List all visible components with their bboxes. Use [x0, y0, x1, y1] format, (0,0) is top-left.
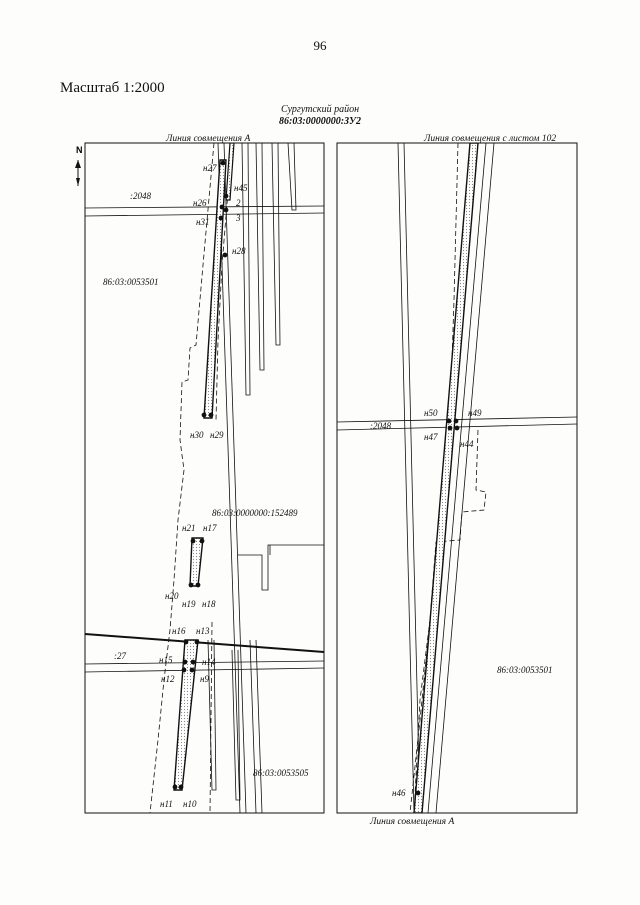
right-road-edge	[427, 143, 487, 813]
point-n29: н29	[210, 430, 224, 440]
point-n50: н50	[424, 408, 438, 418]
scale-label: Масштаб 1:2000	[60, 80, 165, 96]
label-road-27: :27	[114, 651, 126, 661]
road-2048-edge	[85, 212, 324, 217]
north-arrow: N	[75, 145, 83, 186]
page-number: 96	[313, 38, 327, 53]
point-n11: н11	[160, 799, 173, 809]
point-n10: н10	[183, 799, 197, 809]
upper-road-strip	[255, 143, 265, 371]
svg-text:N: N	[76, 145, 83, 155]
right-road-edge	[435, 143, 495, 813]
point-n47: н47	[424, 432, 438, 442]
road-corridor-edge	[217, 143, 241, 813]
right-parcel-strip	[413, 143, 479, 813]
district-label: Сургутский район	[280, 104, 360, 115]
right-survey-points	[415, 418, 460, 796]
parcel-152489-outline	[238, 544, 324, 591]
label-block-3505: 86:03:0053505	[253, 768, 309, 778]
parcel-id-label: 86:03:0000000:ЗУ2	[279, 116, 361, 127]
right-road-edge	[397, 143, 415, 813]
heavy-crossing-line	[85, 633, 324, 653]
point-n13: н13	[196, 626, 210, 636]
point-n49: н49	[468, 408, 482, 418]
left-panel-frame	[84, 142, 325, 814]
upper-road-strip	[241, 143, 251, 396]
right-map-content	[337, 143, 577, 813]
label-road-2048-right: :2048	[370, 421, 391, 431]
point-n18: н18	[202, 599, 216, 609]
right-road-edge	[403, 143, 421, 813]
lower-road-strip	[207, 639, 217, 791]
left-map-content	[85, 143, 324, 813]
point-n46: н46	[392, 788, 406, 798]
label-block-3501-left: 86:03:0053501	[103, 277, 159, 287]
point-n31: н31	[196, 217, 209, 227]
upper-road-strip	[271, 143, 281, 346]
label-block-3501-right: 86:03:0053501	[497, 665, 553, 675]
parcel-strip-middle	[189, 537, 204, 587]
lower-road-strip	[231, 649, 241, 801]
point-n44: н44	[460, 439, 474, 449]
point-n45: н45	[234, 183, 248, 193]
point-n12: н12	[161, 674, 175, 684]
right-panel-frame	[336, 142, 578, 814]
road-2048-edge	[85, 205, 324, 209]
road-27-edge	[85, 660, 324, 665]
point-n17: н17	[203, 523, 217, 533]
point-n19: н19	[182, 599, 196, 609]
left-panel-header: Линия совмещения А	[165, 134, 250, 144]
point-n26: н26	[193, 198, 207, 208]
point-n20: н20	[165, 591, 179, 601]
point-n15: н15	[159, 655, 173, 665]
upper-road-strip	[287, 143, 297, 211]
point-n27: н27	[203, 163, 217, 173]
parcel-strip-lower	[173, 639, 199, 791]
point-n14: н14	[202, 657, 216, 667]
right-panel-footer: Линия совмещения А	[369, 817, 454, 827]
label-parcel-152489: 86:03:0000000:152489	[212, 508, 298, 518]
point-n28: н28	[232, 246, 246, 256]
point-n21: н21	[182, 523, 195, 533]
parcel-strip-upper	[203, 159, 227, 419]
label-road-2048-left: :2048	[130, 191, 151, 201]
point-n16: н16	[172, 626, 186, 636]
road-corridor-edge	[223, 143, 247, 813]
point-n9: н9	[200, 674, 209, 684]
left-survey-points	[172, 160, 229, 790]
mark-3: 3	[235, 213, 241, 223]
mark-2: 2	[236, 198, 241, 208]
block-boundary-dashed	[149, 143, 215, 813]
right-panel-header: Линия совмещения с листом 102	[423, 134, 556, 144]
point-n30: н30	[190, 430, 204, 440]
road-27-edge	[85, 667, 324, 673]
